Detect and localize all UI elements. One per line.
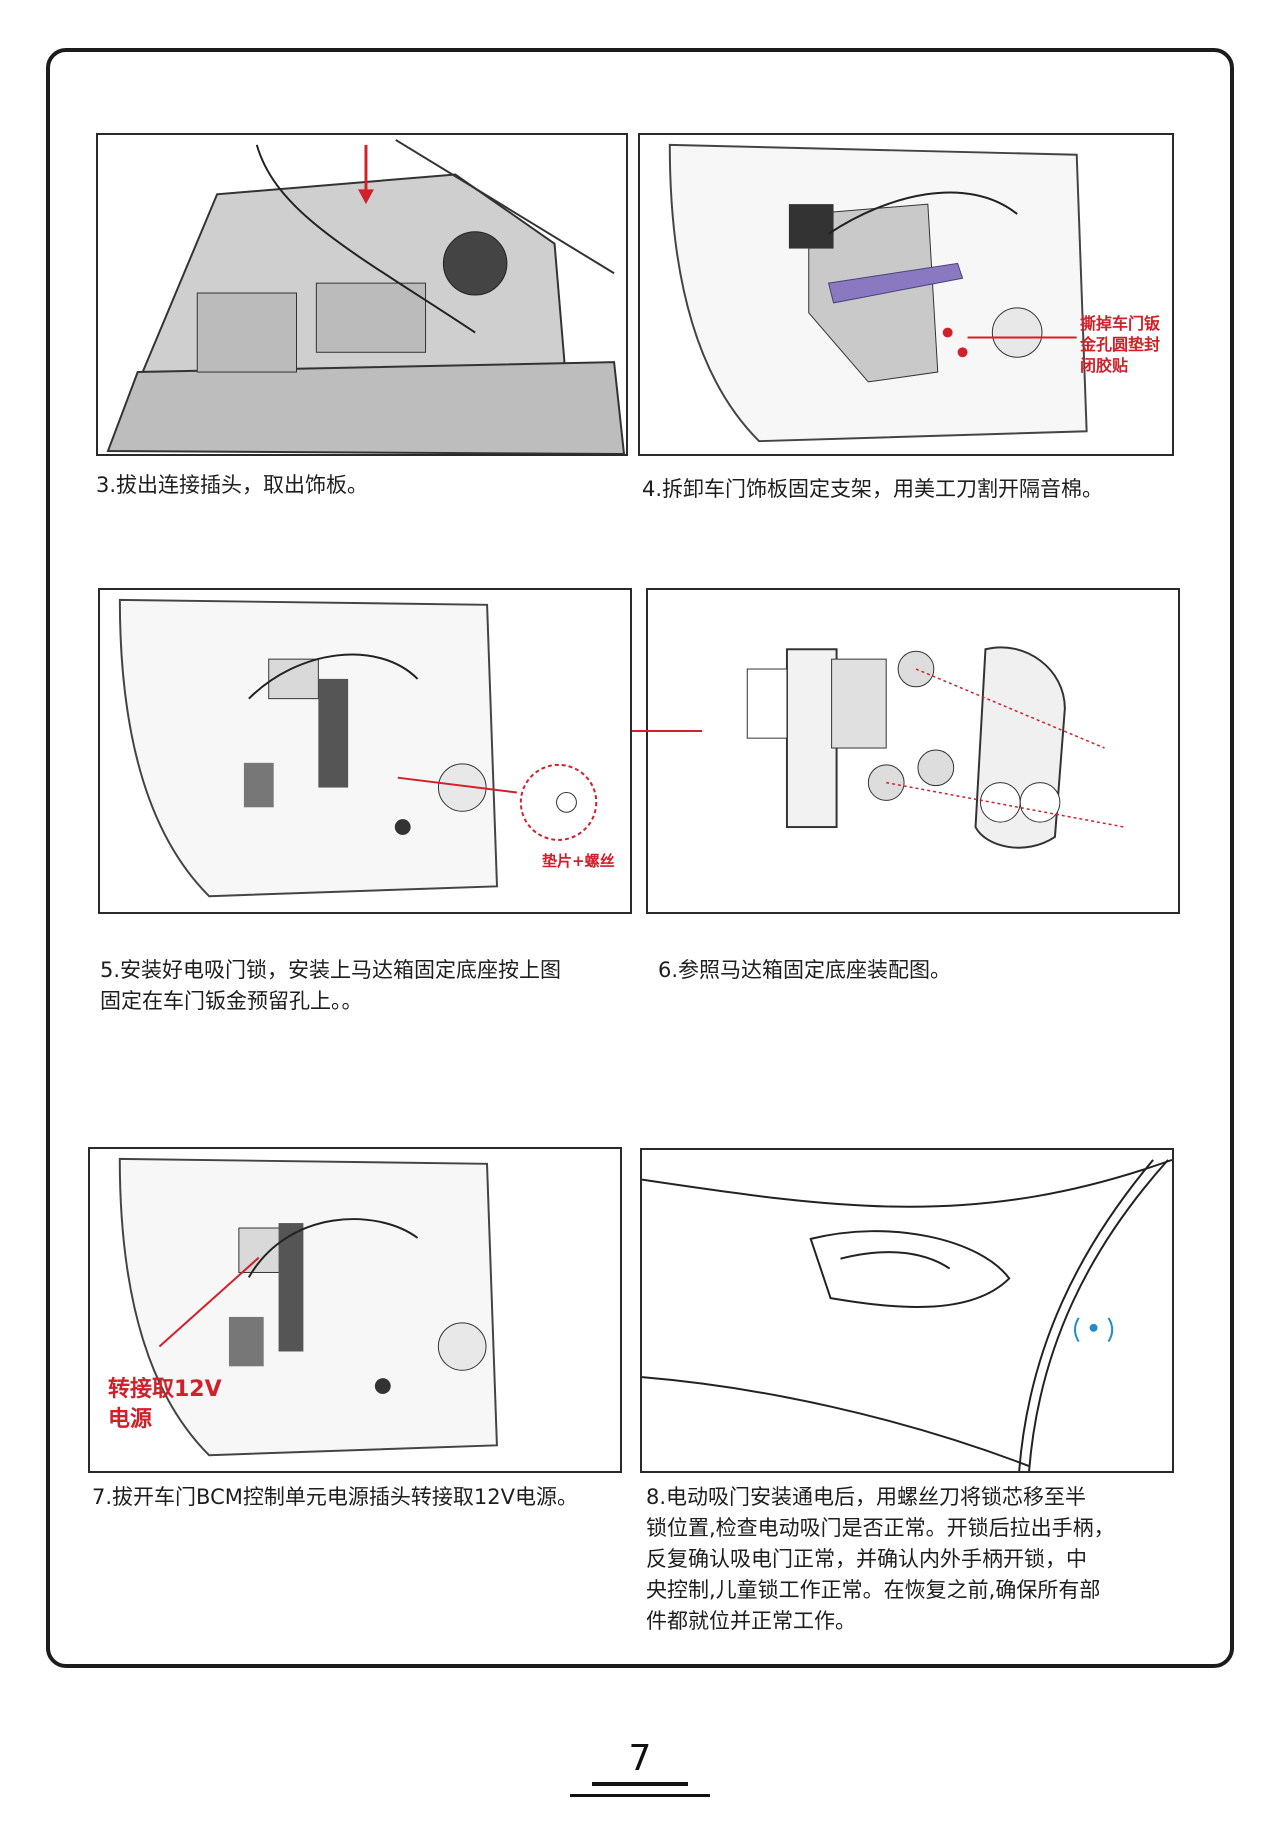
page-number-underline bbox=[592, 1782, 688, 1786]
step5-caption: 5.安装好电吸门锁，安装上马达箱固定底座按上图 固定在车门钣金预留孔上。。 bbox=[100, 958, 562, 1013]
step8-illustration bbox=[640, 1148, 1174, 1473]
step8-caption: 8.电动吸门安装通电后，用螺丝刀将锁芯移至半 锁位置,检查电动吸门是否正常。开锁… bbox=[646, 1485, 1115, 1633]
step3-caption: 3.拔出连接插头，取出饰板。 bbox=[96, 473, 369, 497]
step4-caption: 4.拆卸车门饰板固定支架，用美工刀割开隔音棉。 bbox=[642, 477, 1104, 501]
step5-illustration bbox=[98, 588, 632, 914]
step5-callout: 垫片+螺丝 bbox=[542, 852, 615, 870]
step7-callout: 转接取12V 电源 bbox=[108, 1377, 222, 1432]
step6-caption: 6.参照马达箱固定底座装配图。 bbox=[658, 958, 952, 982]
step7-illustration bbox=[88, 1147, 622, 1473]
step6-illustration bbox=[646, 588, 1180, 914]
flow-arrow bbox=[632, 730, 702, 732]
step4-callout: 撕掉车门钣 金孔圆垫封 闭胶贴 bbox=[1080, 314, 1161, 375]
page-frame bbox=[46, 48, 1234, 1668]
step7-caption: 7.拔开车门BCM控制单元电源插头转接取12V电源。 bbox=[92, 1485, 578, 1509]
step3-illustration bbox=[96, 133, 628, 456]
page-number: 7 bbox=[628, 1738, 652, 1779]
page-number-underline-secondary bbox=[570, 1794, 710, 1797]
step4-illustration bbox=[638, 133, 1174, 456]
